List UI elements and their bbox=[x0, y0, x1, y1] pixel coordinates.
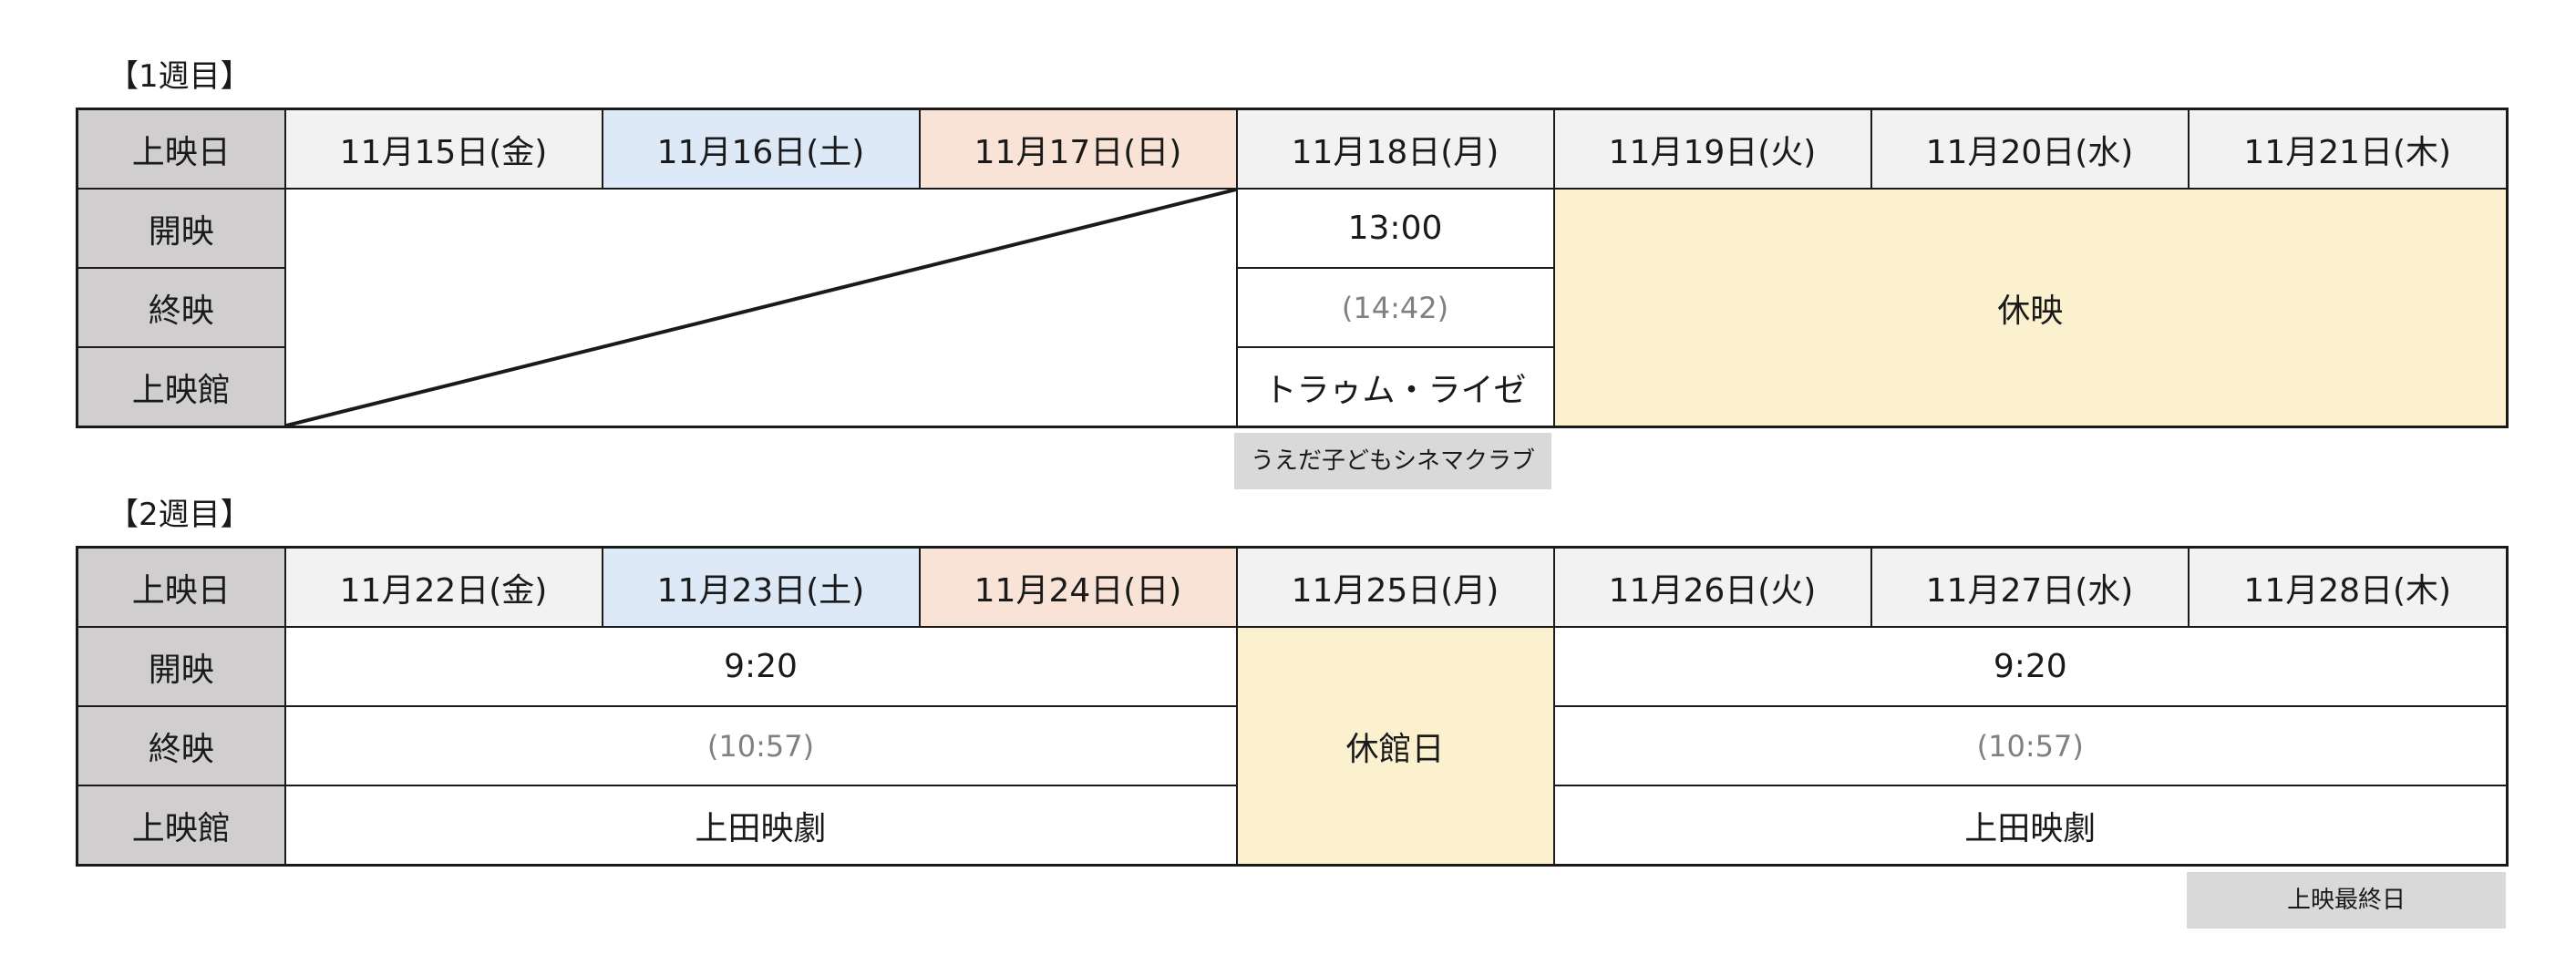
week2-venue-row: 上映館 上田映劇 上田映劇 bbox=[76, 785, 2509, 867]
week2-schedule-table: 上映日 11月22日(金) 11月23日(土) 11月24日(日) 11月25日… bbox=[76, 546, 2509, 867]
week1-end-row: 終映 (14:42) bbox=[76, 267, 2508, 348]
week2-row-label-venue: 上映館 bbox=[76, 785, 286, 867]
week2-date-tue: 11月26日(火) bbox=[1552, 546, 1872, 628]
week1-schedule-table: 上映日 11月15日(金) 11月16日(土) 11月17日(日) 11月18日… bbox=[76, 108, 2509, 428]
week2-note: 上映最終日 bbox=[2187, 872, 2506, 929]
week1-date-sat: 11月16日(土) bbox=[601, 108, 921, 190]
week1-row-label-end: 終映 bbox=[76, 267, 286, 348]
week2-date-fri: 11月22日(金) bbox=[283, 546, 603, 628]
week1-venue: トラゥム・ライゼ bbox=[1235, 346, 1555, 428]
week1-start-row: 開映 13:00 休映 bbox=[76, 188, 2509, 428]
week2-date-sat: 11月23日(土) bbox=[601, 546, 921, 628]
week2-block-b-start-time: 9:20 bbox=[1552, 626, 2509, 707]
week2-end-row: 終映 (10:57) (10:57) bbox=[76, 705, 2509, 786]
week1-row-label-start: 開映 bbox=[76, 188, 286, 269]
week2-date-thu: 11月28日(木) bbox=[2187, 546, 2509, 628]
week1-start-time: 13:00 bbox=[1235, 188, 1555, 269]
week1-date-sun: 11月17日(日) bbox=[918, 108, 1238, 190]
week1-end-time: (14:42) bbox=[1235, 267, 1555, 348]
week2-date-mon: 11月25日(月) bbox=[1235, 546, 1555, 628]
week1-closed-cell: 休映 bbox=[1552, 188, 2509, 428]
week1-date-row: 上映日 11月15日(金) 11月16日(土) 11月17日(日) 11月18日… bbox=[76, 108, 2509, 190]
week2-date-row: 上映日 11月22日(金) 11月23日(土) 11月24日(日) 11月25日… bbox=[76, 546, 2509, 628]
week2-date-wed: 11月27日(水) bbox=[1870, 546, 2190, 628]
week2-start-row: 開映 9:20 休館日 9:20 bbox=[76, 626, 2509, 867]
week1-no-screening-box bbox=[286, 190, 1236, 426]
week2-date-sun: 11月24日(日) bbox=[918, 546, 1238, 628]
week2-row-label-start: 開映 bbox=[76, 626, 286, 707]
week2-label: 【2週目】 bbox=[108, 497, 252, 533]
week2-row-label-date: 上映日 bbox=[76, 546, 286, 628]
week1-row-label-date: 上映日 bbox=[76, 108, 286, 190]
week2-block-b-end-time: (10:57) bbox=[1552, 705, 2509, 786]
diagonal-strike-icon bbox=[286, 190, 1236, 426]
week2-block-a-venue: 上田映劇 bbox=[283, 785, 1238, 867]
week1-no-screening-cell bbox=[283, 188, 1238, 428]
week1-date-fri: 11月15日(金) bbox=[283, 108, 603, 190]
week2-block-a-start-time: 9:20 bbox=[283, 626, 1238, 707]
week2-closed-cell: 休館日 bbox=[1235, 626, 1555, 867]
week2-block-a-end-time: (10:57) bbox=[283, 705, 1238, 786]
week2-block-b-venue: 上田映劇 bbox=[1552, 785, 2509, 867]
week1-label: 【1週目】 bbox=[108, 58, 252, 95]
week1-venue-row: 上映館 トラゥム・ライゼ bbox=[76, 346, 2508, 428]
week1-row-label-venue: 上映館 bbox=[76, 346, 286, 428]
week1-date-thu: 11月21日(木) bbox=[2187, 108, 2509, 190]
week1-date-mon: 11月18日(月) bbox=[1235, 108, 1555, 190]
week1-note: うえだ子どもシネマクラブ bbox=[1234, 433, 1551, 489]
week1-date-wed: 11月20日(水) bbox=[1870, 108, 2190, 190]
week2-row-label-end: 終映 bbox=[76, 705, 286, 786]
week1-date-tue: 11月19日(火) bbox=[1552, 108, 1872, 190]
